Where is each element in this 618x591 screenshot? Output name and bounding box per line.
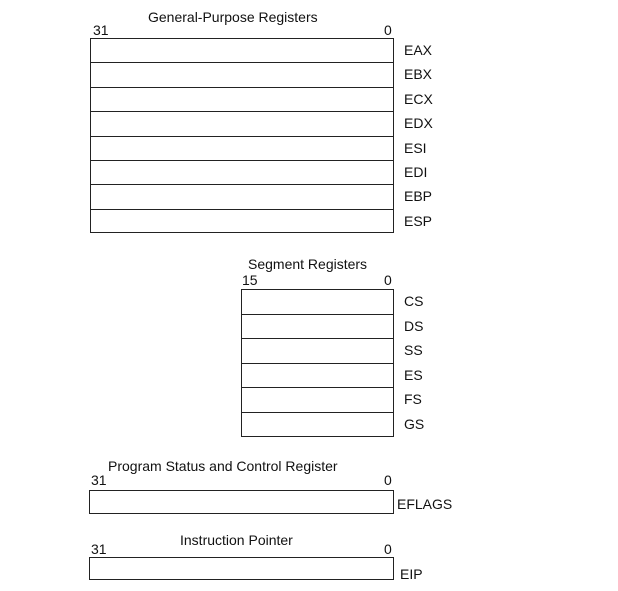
gp-register-label-esp: ESP (404, 212, 433, 229)
gp-register-row-divider (91, 111, 393, 113)
status-lsb-label: 0 (384, 472, 392, 488)
segment-register-row-divider (242, 362, 393, 364)
ip-msb-label: 31 (91, 541, 107, 557)
gp-register-row-divider (91, 184, 393, 186)
eip-register-box (89, 557, 394, 580)
eip-label: EIP (400, 566, 423, 582)
gp-register-label-edi: EDI (404, 164, 428, 180)
segment-register-label-ds: DS (404, 317, 424, 334)
gp-register-label-edx: EDX (404, 115, 433, 132)
gp-register-row-divider (91, 160, 393, 161)
gp-register-row-divider (91, 208, 393, 210)
segment-register-row-divider (242, 412, 393, 413)
gp-register-label-esi: ESI (404, 139, 427, 156)
segment-register-label-ss: SS (404, 342, 423, 359)
segment-register-row-divider (242, 338, 393, 340)
status-title: Program Status and Control Register (108, 458, 338, 474)
segment-lsb-label: 0 (384, 272, 392, 288)
gp-register-row-divider (91, 135, 393, 137)
gp-register-row-divider (91, 62, 393, 64)
gp-msb-label: 31 (93, 22, 109, 38)
gp-register-row-divider (91, 86, 393, 88)
gp-register-block (90, 38, 394, 233)
segment-msb-label: 15 (242, 272, 258, 288)
segment-register-row-divider (242, 313, 393, 315)
status-msb-label: 31 (91, 472, 107, 488)
segment-title: Segment Registers (248, 256, 368, 272)
gp-title: General-Purpose Registers (148, 9, 318, 25)
eflags-register-box (89, 490, 394, 514)
segment-register-block (241, 289, 394, 437)
eflags-label: EFLAGS (397, 496, 453, 512)
gp-register-label-ecx: ECX (404, 90, 433, 107)
gp-lsb-label: 0 (384, 22, 392, 38)
segment-register-label-gs: GS (404, 416, 425, 432)
segment-register-label-fs: FS (404, 391, 422, 408)
segment-register-row-divider (242, 387, 393, 389)
segment-register-label-cs: CS (404, 293, 424, 309)
ip-title: Instruction Pointer (180, 532, 293, 548)
segment-register-label-es: ES (404, 366, 423, 383)
ip-lsb-label: 0 (384, 541, 392, 557)
gp-register-label-eax: EAX (404, 42, 433, 58)
gp-register-label-ebp: EBP (404, 188, 433, 205)
gp-register-label-ebx: EBX (404, 66, 433, 83)
